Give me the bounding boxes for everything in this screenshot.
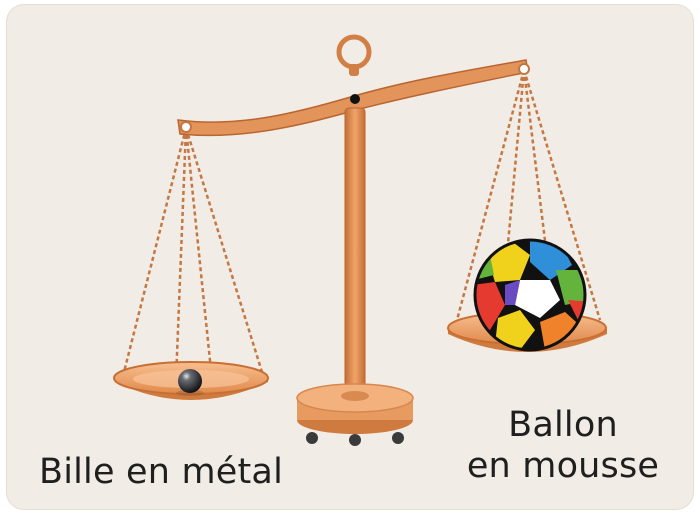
caption-foam-ball-line2: en mousse	[466, 446, 660, 487]
caption-foam-ball: Ballon en mousse	[463, 405, 663, 488]
scale-base	[296, 383, 414, 446]
foam-ball-icon	[473, 238, 587, 352]
metal-ball-icon	[176, 369, 204, 396]
caption-foam-ball-line1: Ballon	[508, 405, 618, 445]
caption-metal-ball: Bille en métal	[39, 452, 284, 492]
hanging-ring-icon	[336, 34, 372, 76]
left-pan-chains	[122, 127, 264, 381]
scale-pole	[344, 107, 366, 397]
